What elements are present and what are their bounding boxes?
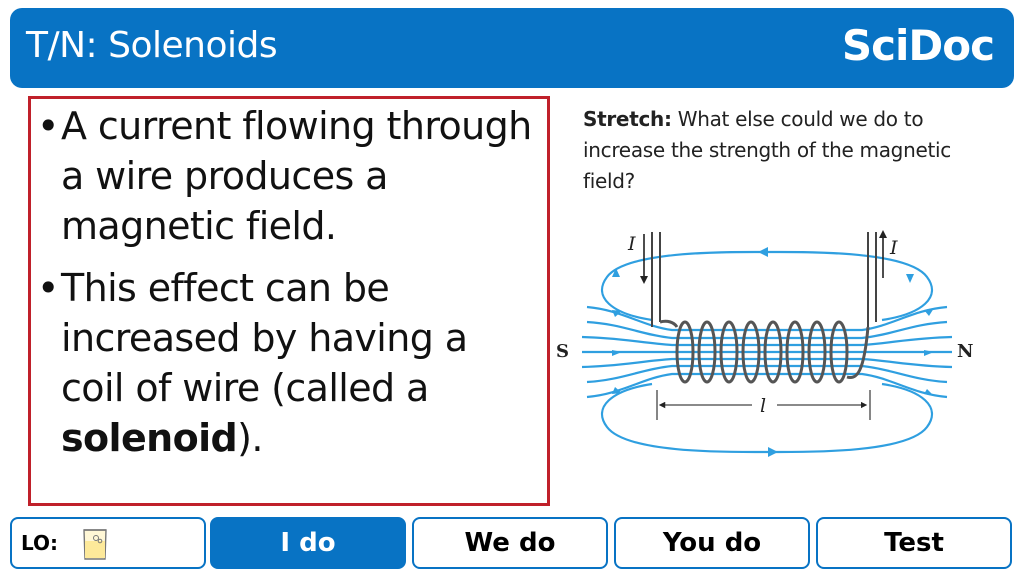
bullet-item: • A current flowing through a wire produ… [37,101,537,251]
stretch-question: Stretch: What else could we do to increa… [583,104,963,197]
page-title: T/N: Solenoids [26,25,278,66]
nav-we-do-button[interactable]: We do [412,517,608,569]
bullet-text: A current flowing through a wire produce… [61,104,532,248]
bullet-bold-term: solenoid [61,416,238,460]
north-pole-label: N [957,341,973,362]
nav-test-button[interactable]: Test [816,517,1012,569]
length-label: l [760,395,766,417]
current-out-label: I [889,237,898,259]
lo-label: LO: [21,531,59,555]
lo-box: LO: [10,517,206,569]
current-arrows [640,230,887,284]
bullet-text-end: ). [237,416,263,460]
solenoid-diagram: I I S N l [556,230,973,457]
nav-i-do-button[interactable]: I do [210,517,406,569]
content-box: • A current flowing through a wire produ… [28,96,550,506]
wire-leads [651,232,877,327]
stretch-text: What else could we do to increase the st… [583,107,951,193]
header-bar: T/N: Solenoids SciDoc [10,8,1014,88]
bullet-text: This effect can be increased by having a… [61,266,468,410]
bullet-item: • This effect can be increased by having… [37,263,537,463]
length-dimension [656,390,871,420]
field-arrows [612,247,934,457]
nav-you-do-button[interactable]: You do [614,517,810,569]
stretch-label: Stretch: [583,107,672,131]
coil [659,319,870,384]
scidoc-logo: SciDoc [841,21,995,70]
field-lines [581,250,953,454]
bullet-dot: • [37,266,59,310]
south-pole-label: S [556,341,569,362]
bullet-dot: • [37,104,59,148]
current-in-label: I [627,233,636,255]
beaker-icon [83,529,107,560]
bullet-list: • A current flowing through a wire produ… [37,101,537,463]
